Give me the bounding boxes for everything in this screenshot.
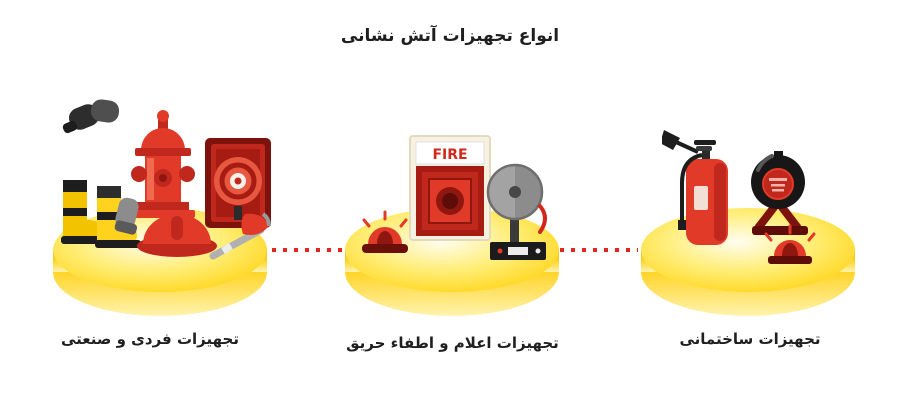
hose-reel-icon xyxy=(205,138,271,228)
page-title: انواع تجهیزات آتش نشانی xyxy=(340,26,560,46)
control-panel-icon xyxy=(490,242,546,260)
fire-sign-text: FIRE xyxy=(432,147,467,163)
connector-dots-left xyxy=(272,248,346,252)
fire-axe-icon xyxy=(209,212,271,260)
work-glove-icon xyxy=(114,197,139,235)
label-building-equipment: تجهیزات ساختمانی xyxy=(679,330,821,348)
alarm-bell-icon xyxy=(486,163,547,242)
gloves-icon xyxy=(62,99,120,134)
label-personal-equipment: تجهیزات فردی و صنعتی xyxy=(61,330,239,348)
siren-icon xyxy=(764,224,816,264)
personal-equipment-scene xyxy=(61,99,271,260)
building-equipment-scene xyxy=(662,130,816,264)
fire-extinguisher-icon xyxy=(662,130,728,245)
label-alarm-equipment: تجهیزات اعلام و اطفاء حریق xyxy=(346,334,559,352)
siren-icon xyxy=(362,210,408,253)
fire-alarm-box-icon: FIRE xyxy=(409,135,491,241)
connector-dots-right xyxy=(560,248,638,252)
fire-helmet-icon xyxy=(137,214,217,257)
fire-hydrant-icon xyxy=(131,110,195,218)
fire-ball-icon xyxy=(751,151,805,209)
alarm-equipment-scene: FIRE xyxy=(362,135,547,260)
